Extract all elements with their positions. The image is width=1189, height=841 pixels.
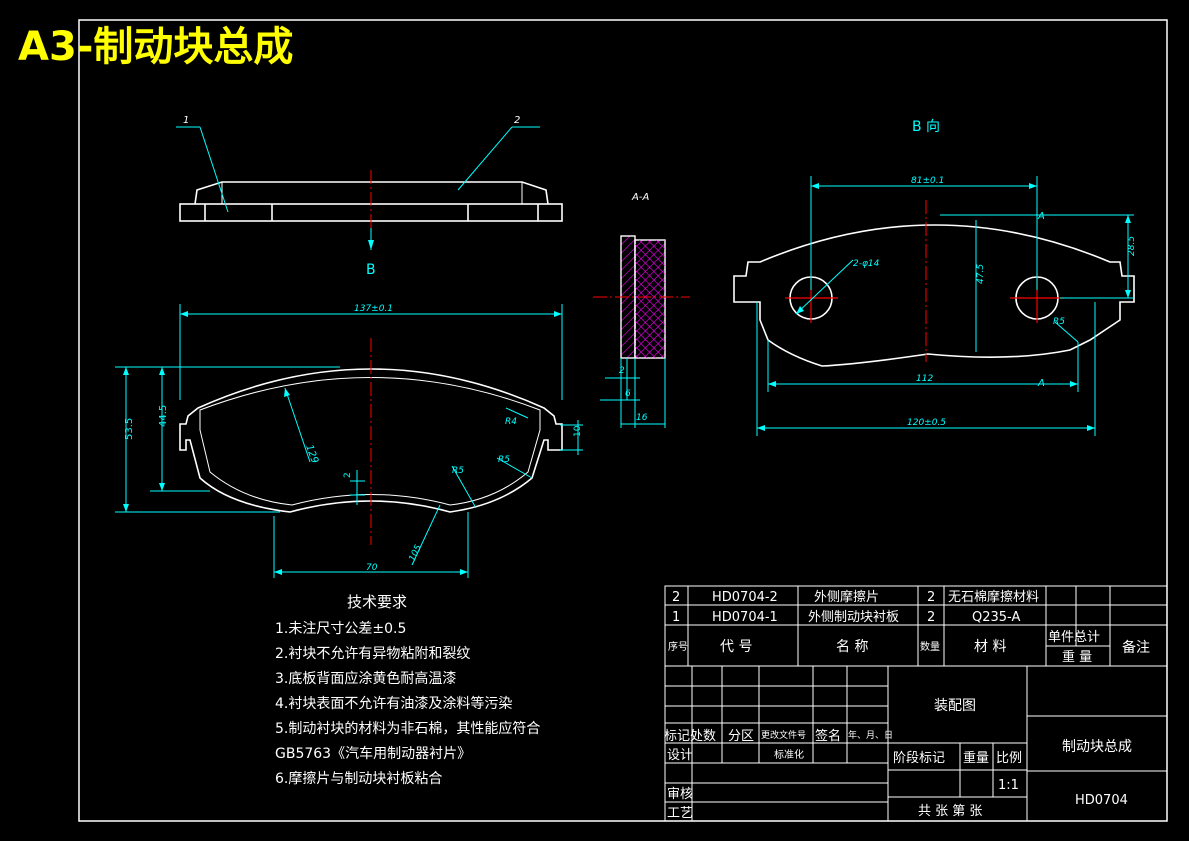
dim-width-top: 137±0.1: [354, 304, 393, 314]
dim-bottom-width: 70: [366, 563, 378, 573]
label-date: 年、月、日: [848, 729, 893, 741]
note-line-2: 2.衬块不允许有异物粘附和裂纹: [275, 646, 470, 662]
bom-header-name: 名 称: [836, 639, 868, 655]
label-sign: 签名: [815, 728, 841, 744]
drawing-border: [78, 19, 1168, 822]
titleblock-name: 制动块总成: [1062, 739, 1132, 755]
bom-row-2-qty: 2: [927, 610, 935, 625]
note-line-3: 3.底板背面应涂黄色耐高温漆: [275, 670, 456, 687]
dim-r5-left: R5: [452, 466, 464, 476]
dim-h285: 28.5: [1127, 236, 1137, 256]
label-process: 工艺: [667, 806, 693, 821]
bom-row-2-no: 1: [672, 610, 680, 625]
bom-header-material: 材 料: [974, 639, 1006, 655]
b-view: B 向 81±0.1 28.5 47.5 A 2-φ14 R5 112: [733, 119, 1137, 436]
label-zone: 分区: [728, 729, 754, 744]
dim-r105: 105: [408, 543, 424, 563]
label-design: 设计: [667, 748, 693, 763]
dim-sec-16: 16: [636, 413, 648, 423]
dim-thickness: 2: [343, 472, 353, 478]
dim-r5-right: R5: [498, 455, 510, 465]
titleblock-code: HD0704: [1075, 793, 1128, 808]
dim-height-total: 53.5: [124, 418, 135, 440]
dim-radius-large: 129: [303, 443, 320, 465]
dim-w112: 112: [916, 374, 933, 384]
dim-side-small: 10: [573, 425, 583, 437]
dim-w120: 120±0.5: [907, 418, 946, 428]
bom-header-weight-bottom: 重 量: [1062, 649, 1092, 665]
label-scale: 比例: [996, 751, 1022, 766]
dim-sec-2: 2: [619, 366, 625, 376]
dim-right-top: 81±0.1: [911, 176, 944, 186]
bom-header-weight-top: 单件总计: [1048, 630, 1100, 645]
technical-notes: 技术要求 1.未注尺寸公差±0.5 2.衬块不允许有异物粘附和裂纹 3.底板背面…: [275, 593, 540, 787]
b-view-label: B 向: [912, 119, 940, 135]
bom-row-1-no: 2: [672, 590, 680, 605]
dim-a-top: A: [1037, 211, 1045, 222]
bom-row-1-qty: 2: [927, 590, 935, 605]
bom-row-2-name: 外侧制动块衬板: [808, 610, 899, 625]
note-line-1: 1.未注尺寸公差±0.5: [275, 621, 406, 637]
bom-row-2-material: Q235-A: [972, 610, 1020, 625]
bom-row-1-material: 无石棉摩擦材料: [948, 589, 1039, 605]
dim-h475: 47.5: [976, 264, 986, 284]
bom-row-1-name: 外侧摩擦片: [814, 589, 879, 605]
note-line-7: 6.摩擦片与制动块衬板粘合: [275, 770, 442, 787]
scale-value: 1:1: [998, 778, 1019, 793]
label-standard: 标准化: [774, 748, 804, 761]
bom-header-qty: 数量: [920, 640, 940, 653]
label-mark: 标记: [664, 729, 690, 744]
bom-table: 2 HD0704-2 外侧摩擦片 2 无石棉摩擦材料 1 HD0704-1 外侧…: [664, 585, 1168, 667]
dim-r5-right-view: R5: [1053, 317, 1065, 327]
dim-sec-6: 6: [625, 389, 631, 399]
sheet-title: A3-制动块总成: [18, 24, 293, 70]
drawing-type: 装配图: [934, 698, 976, 714]
label-weight: 重量: [963, 750, 989, 766]
bom-row-2-code: HD0704-1: [712, 610, 778, 625]
note-line-6: GB5763《汽车用制动器衬片》: [275, 745, 471, 762]
dim-r4: R4: [505, 417, 517, 427]
notes-heading: 技术要求: [347, 593, 407, 611]
bom-header-no: 序号: [668, 640, 688, 653]
top-view: 1 2 B: [176, 115, 563, 278]
section-aa: A-A 2 6 16: [593, 192, 690, 428]
note-line-4: 4.衬块表面不允许有油漆及涂料等污染: [275, 695, 512, 712]
leader-label-1: 1: [183, 115, 189, 126]
label-sheets: 共 张 第 张: [918, 804, 982, 819]
dim-height-inner: 44.5: [158, 405, 169, 427]
view-label-b: B: [366, 262, 376, 278]
bom-header-remark: 备注: [1122, 639, 1150, 656]
bom-header-code: 代 号: [720, 639, 752, 655]
note-line-5: 5.制动衬块的材料为非石棉，其性能应符合: [275, 720, 540, 737]
label-change-doc: 更改文件号: [761, 729, 806, 741]
title-block: 标记 处数 分区 更改文件号 签名 年、月、日 设计 标准化 审核 工艺 装配图…: [664, 665, 1168, 822]
label-count: 处数: [690, 729, 716, 744]
bom-row-1-code: HD0704-2: [712, 590, 778, 605]
front-view: 137±0.1 53.5 44.5 129 R4 R5 R5 2 10 70: [115, 304, 583, 578]
label-stage: 阶段标记: [893, 751, 945, 766]
section-label: A-A: [631, 192, 649, 203]
dim-holes: 2-φ14: [853, 259, 880, 269]
label-check: 审核: [667, 787, 693, 802]
dim-a-bot: A: [1037, 378, 1045, 389]
leader-label-2: 2: [514, 115, 520, 126]
